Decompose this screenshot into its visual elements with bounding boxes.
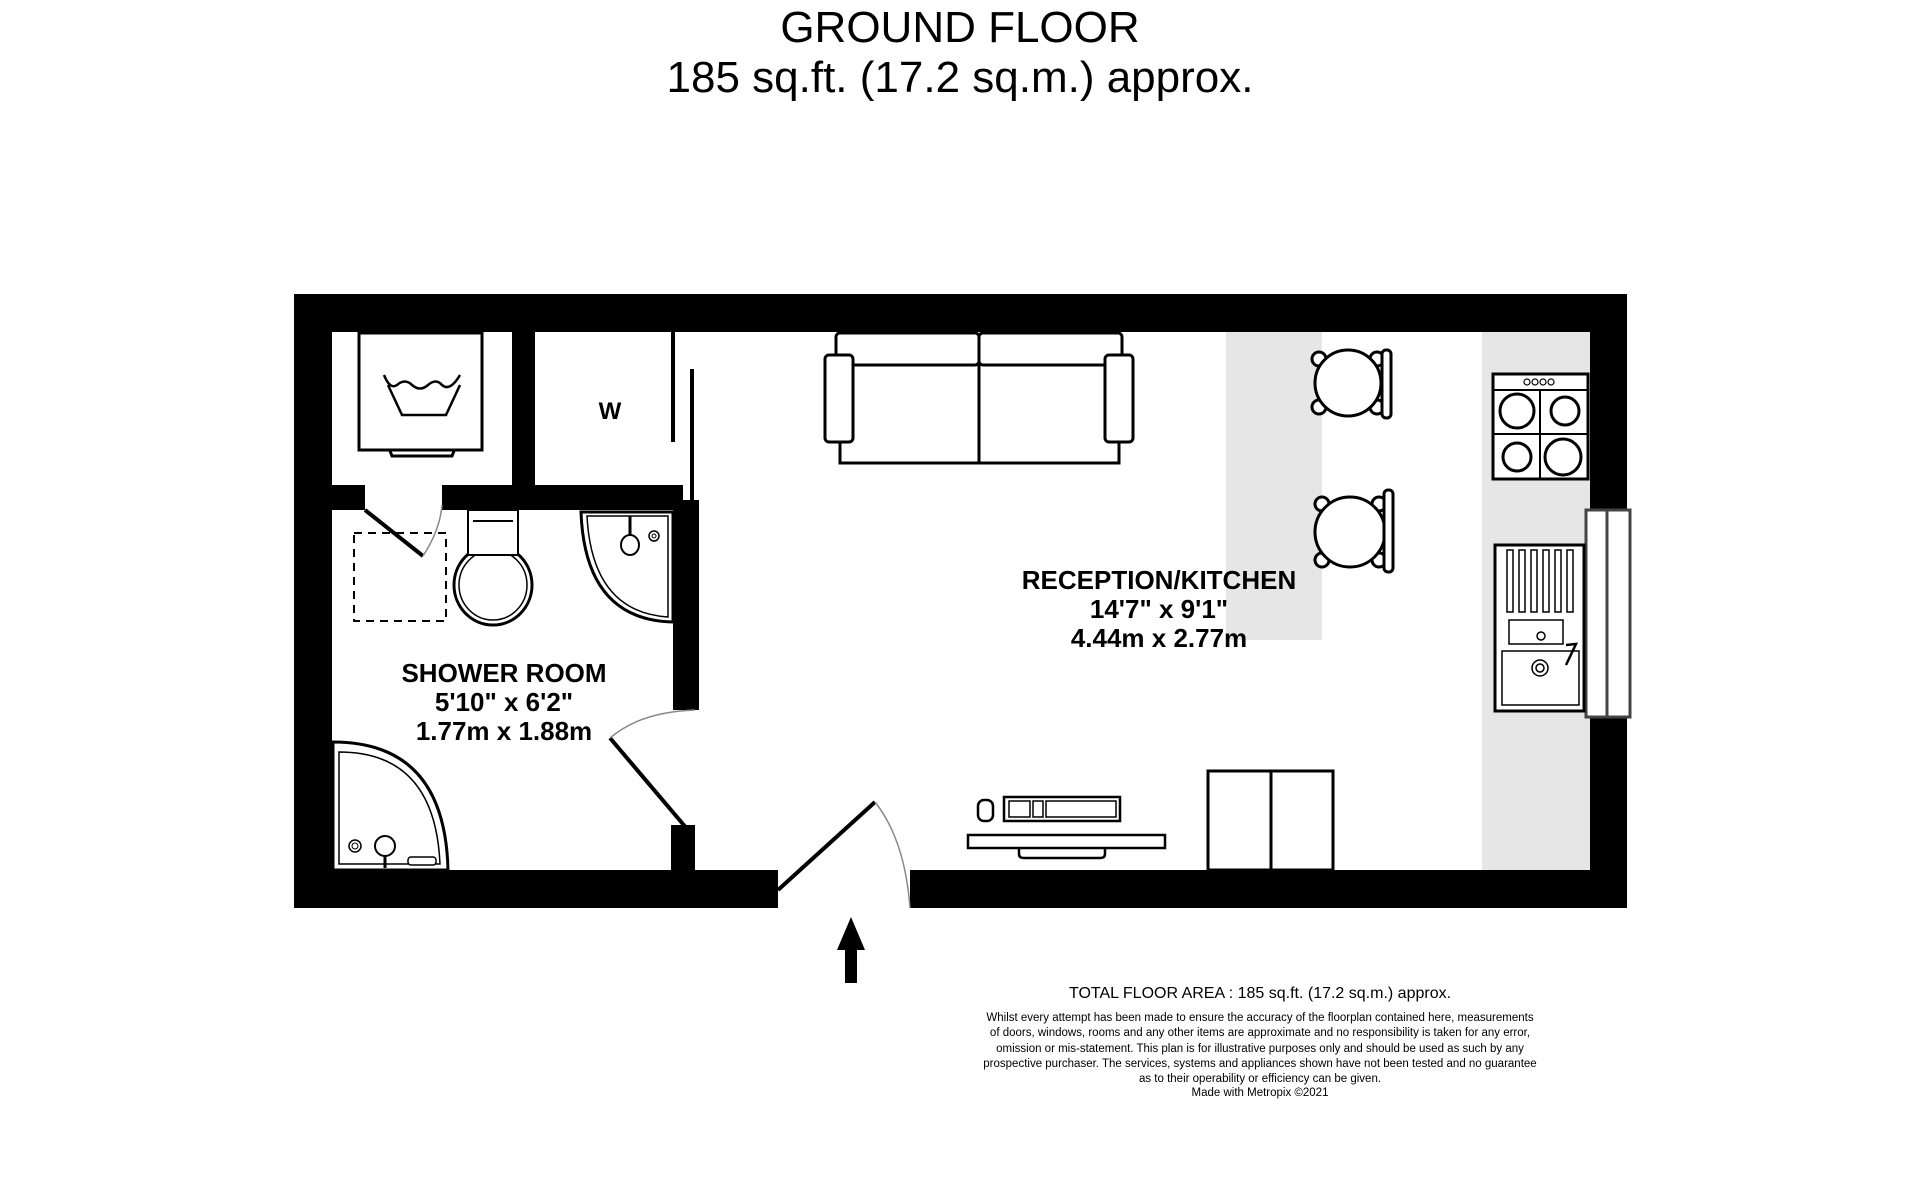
entrance-arrow-icon — [837, 917, 865, 983]
room-dims-imperial: 14'7" x 9'1" — [1089, 594, 1229, 624]
wardrobe-sliding-doors — [671, 332, 694, 500]
shower-tray-icon — [331, 740, 450, 872]
washing-machine-icon — [357, 331, 484, 458]
floor-title: GROUND FLOOR — [780, 3, 1140, 52]
wardrobe-label: W — [598, 398, 622, 425]
made-with-credit: Made with Metropix ©2021 — [1191, 1087, 1329, 1099]
chair-icon — [1310, 348, 1393, 420]
entrance-door — [776, 800, 911, 909]
hob-icon — [1491, 372, 1590, 481]
disclaimer-line: prospective purchaser. The services, sys… — [983, 1057, 1537, 1070]
utility-door — [363, 504, 443, 558]
room-dims-metric: 1.77m x 1.88m — [415, 716, 593, 746]
dashed-outline — [353, 532, 447, 622]
disclaimer-line: Whilst every attempt has been made to en… — [986, 1012, 1534, 1024]
internal-walls — [332, 332, 699, 870]
disclaimer: Whilst every attempt has been made to en… — [940, 1011, 1580, 1087]
window — [1584, 508, 1632, 719]
chair-icon — [1313, 488, 1395, 574]
room-dims-metric: 4.44m x 2.77m — [1070, 623, 1248, 653]
outer-walls — [294, 294, 1627, 908]
shower-room-door — [608, 709, 696, 832]
room-name: SHOWER ROOM — [401, 658, 607, 688]
disclaimer-line: of doors, windows, rooms and any other i… — [989, 1027, 1531, 1040]
tv-unit-icon — [966, 795, 1167, 860]
disclaimer-line: omission or mis-statement. This plan is … — [996, 1042, 1524, 1055]
toilet-icon — [452, 509, 534, 627]
room-label-reception-kitchen: RECEPTION/KITCHEN 14'7" x 9'1" 4.44m x 2… — [1022, 566, 1296, 653]
room-label-shower-room: SHOWER ROOM 5'10" x 6'2" 1.77m x 1.88m — [401, 659, 606, 746]
room-dims-imperial: 5'10" x 6'2" — [434, 687, 574, 717]
sofa-icon — [823, 331, 1135, 465]
room-name: RECEPTION/KITCHEN — [1021, 565, 1297, 595]
floor-area-subtitle: 185 sq.ft. (17.2 sq.m.) approx. — [666, 53, 1254, 102]
kitchen-sink-icon — [1493, 543, 1586, 713]
cupboard-icon — [1206, 769, 1335, 872]
disclaimer-line: as to their operability or efficiency ca… — [1138, 1073, 1382, 1086]
corner-basin-icon — [579, 510, 675, 624]
total-floor-area: TOTAL FLOOR AREA : 185 sq.ft. (17.2 sq.m… — [1068, 985, 1452, 1002]
